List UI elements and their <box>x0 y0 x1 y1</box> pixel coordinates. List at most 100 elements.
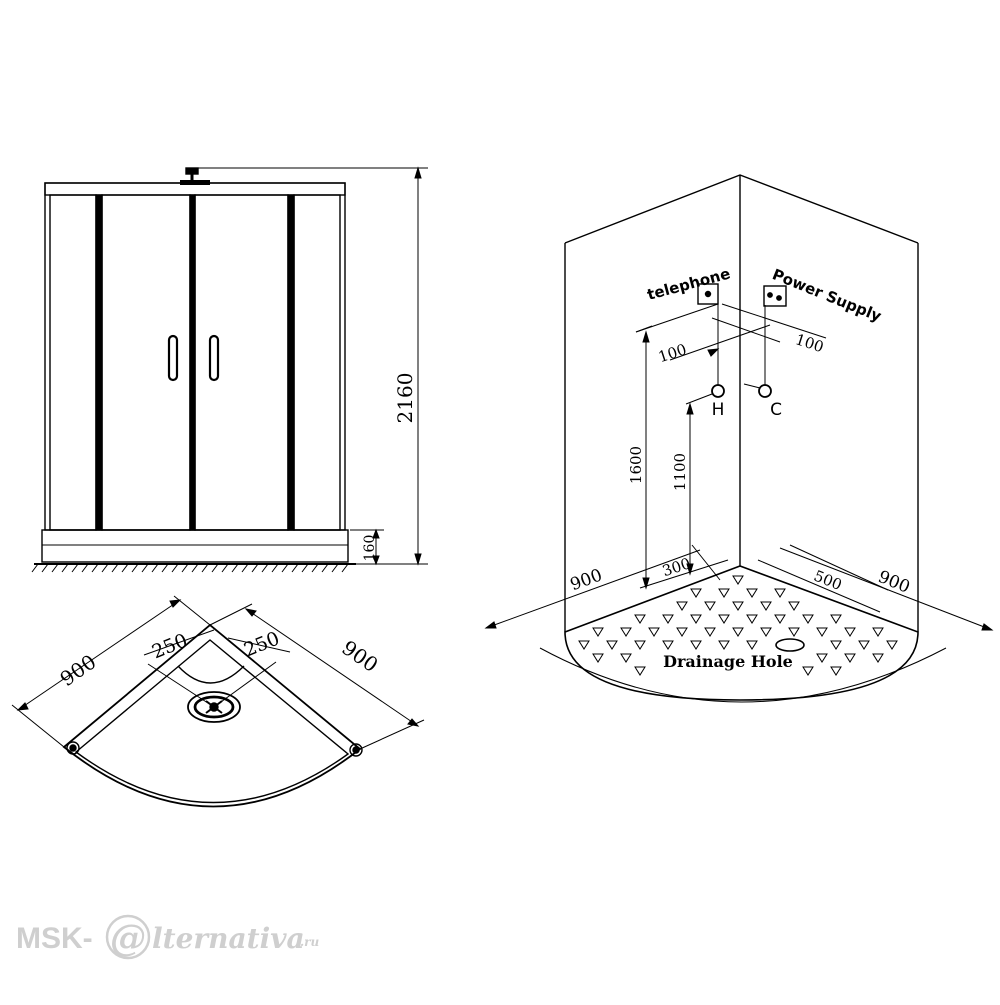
pattern-triangle <box>718 640 730 650</box>
seat-curve <box>177 665 245 684</box>
top-right-drain-label: 250 <box>241 627 283 661</box>
pattern-triangle <box>732 627 744 637</box>
ground-hatch <box>31 563 349 573</box>
pattern-triangle <box>760 627 772 637</box>
telephone-label: telephone <box>645 264 732 303</box>
pattern-triangle <box>746 640 758 650</box>
top-drain-dimensions <box>143 629 291 708</box>
cold-valve-icon <box>758 384 772 398</box>
wall-top-edges <box>564 174 919 244</box>
pattern-triangle <box>816 653 828 663</box>
pattern-triangle <box>788 627 800 637</box>
pattern-triangle <box>592 653 604 663</box>
left-panel <box>49 194 97 531</box>
cold-label: C <box>770 400 782 420</box>
pattern-triangle <box>634 640 646 650</box>
top-side-dimensions <box>11 595 425 750</box>
pattern-triangle <box>746 588 758 598</box>
pattern-triangle <box>844 627 856 637</box>
valve-height-label: 1100 <box>671 453 689 491</box>
door-seam <box>189 194 196 531</box>
top-right-side-label: 900 <box>337 635 382 677</box>
telephone-socket-icon <box>697 283 719 305</box>
watermark: MSK- @ lternativa .ru <box>16 914 320 960</box>
pattern-triangle <box>844 653 856 663</box>
pattern-triangle <box>760 601 772 611</box>
anti-slip-pattern <box>578 575 898 676</box>
pattern-triangle <box>676 601 688 611</box>
hot-valve-icon <box>711 384 725 398</box>
pattern-triangle <box>606 640 618 650</box>
watermark-at-symbol: @ <box>110 917 146 959</box>
hot-label: H <box>712 400 725 420</box>
outlet-height-dimension <box>635 325 653 590</box>
pattern-triangle <box>718 614 730 624</box>
pattern-triangle <box>788 601 800 611</box>
front-view <box>31 166 428 573</box>
pattern-triangle <box>732 575 744 585</box>
floor-arc <box>539 647 947 703</box>
power-supply-label: Power Supply <box>770 265 884 325</box>
drainage-hole-label: Drainage Hole <box>663 652 793 671</box>
pattern-triangle <box>704 627 716 637</box>
tray-height-dim-label: 160 <box>362 535 378 562</box>
pattern-triangle <box>662 640 674 650</box>
pattern-triangle <box>704 601 716 611</box>
pattern-triangle <box>886 640 898 650</box>
right-corner-knob-icon <box>349 743 363 757</box>
pattern-triangle <box>718 588 730 598</box>
pattern-triangle <box>690 588 702 598</box>
power-socket-icon <box>763 285 787 307</box>
left-panel-edge <box>95 194 103 531</box>
pattern-triangle <box>690 640 702 650</box>
pattern-triangle <box>578 640 590 650</box>
pattern-triangle <box>662 614 674 624</box>
base-dimensions <box>484 547 994 631</box>
pattern-triangle <box>690 614 702 624</box>
pattern-triangle <box>830 640 842 650</box>
watermark-prefix: MSK- <box>16 922 93 955</box>
drain-depth-dimension <box>757 544 889 613</box>
outlet-height-label: 1600 <box>627 446 645 484</box>
pattern-triangle <box>774 588 786 598</box>
height-dimension <box>198 166 428 566</box>
pattern-triangle <box>634 666 646 676</box>
base-left-label: 900 <box>568 565 605 595</box>
pattern-triangle <box>592 627 604 637</box>
pattern-triangle <box>802 666 814 676</box>
left-corner-knob-icon <box>66 741 80 755</box>
top-left-side-label: 900 <box>55 649 100 691</box>
watermark-tld: .ru <box>300 935 320 949</box>
tray-outline <box>62 623 362 808</box>
offset-dimensions <box>635 303 827 361</box>
pattern-triangle <box>816 627 828 637</box>
offset-left-label: 100 <box>656 340 689 366</box>
tray <box>41 529 349 563</box>
top-view <box>11 595 425 808</box>
pattern-triangle <box>732 601 744 611</box>
drain-offset-label: 300 <box>660 554 693 580</box>
pattern-triangle <box>648 627 660 637</box>
valve-height-dimension <box>685 383 761 576</box>
iso-view <box>484 174 994 703</box>
pattern-triangle <box>830 614 842 624</box>
tray-height-dimension <box>350 528 384 566</box>
pattern-triangle <box>872 627 884 637</box>
watermark-suffix: lternativa <box>152 922 305 955</box>
pattern-triangle <box>676 627 688 637</box>
iso-tray <box>564 565 919 701</box>
offset-right-label: 100 <box>793 330 826 356</box>
base-right-label: 900 <box>875 567 913 598</box>
pattern-triangle <box>634 614 646 624</box>
watermark-at-ring <box>105 914 151 960</box>
pattern-triangle <box>802 614 814 624</box>
pattern-triangle <box>872 653 884 663</box>
drainage-hole-icon <box>775 638 805 652</box>
left-door-handle <box>167 334 179 382</box>
pattern-triangle <box>620 653 632 663</box>
pattern-triangle <box>774 614 786 624</box>
right-panel-edge <box>287 194 295 531</box>
tray-inner-outline <box>74 639 350 804</box>
